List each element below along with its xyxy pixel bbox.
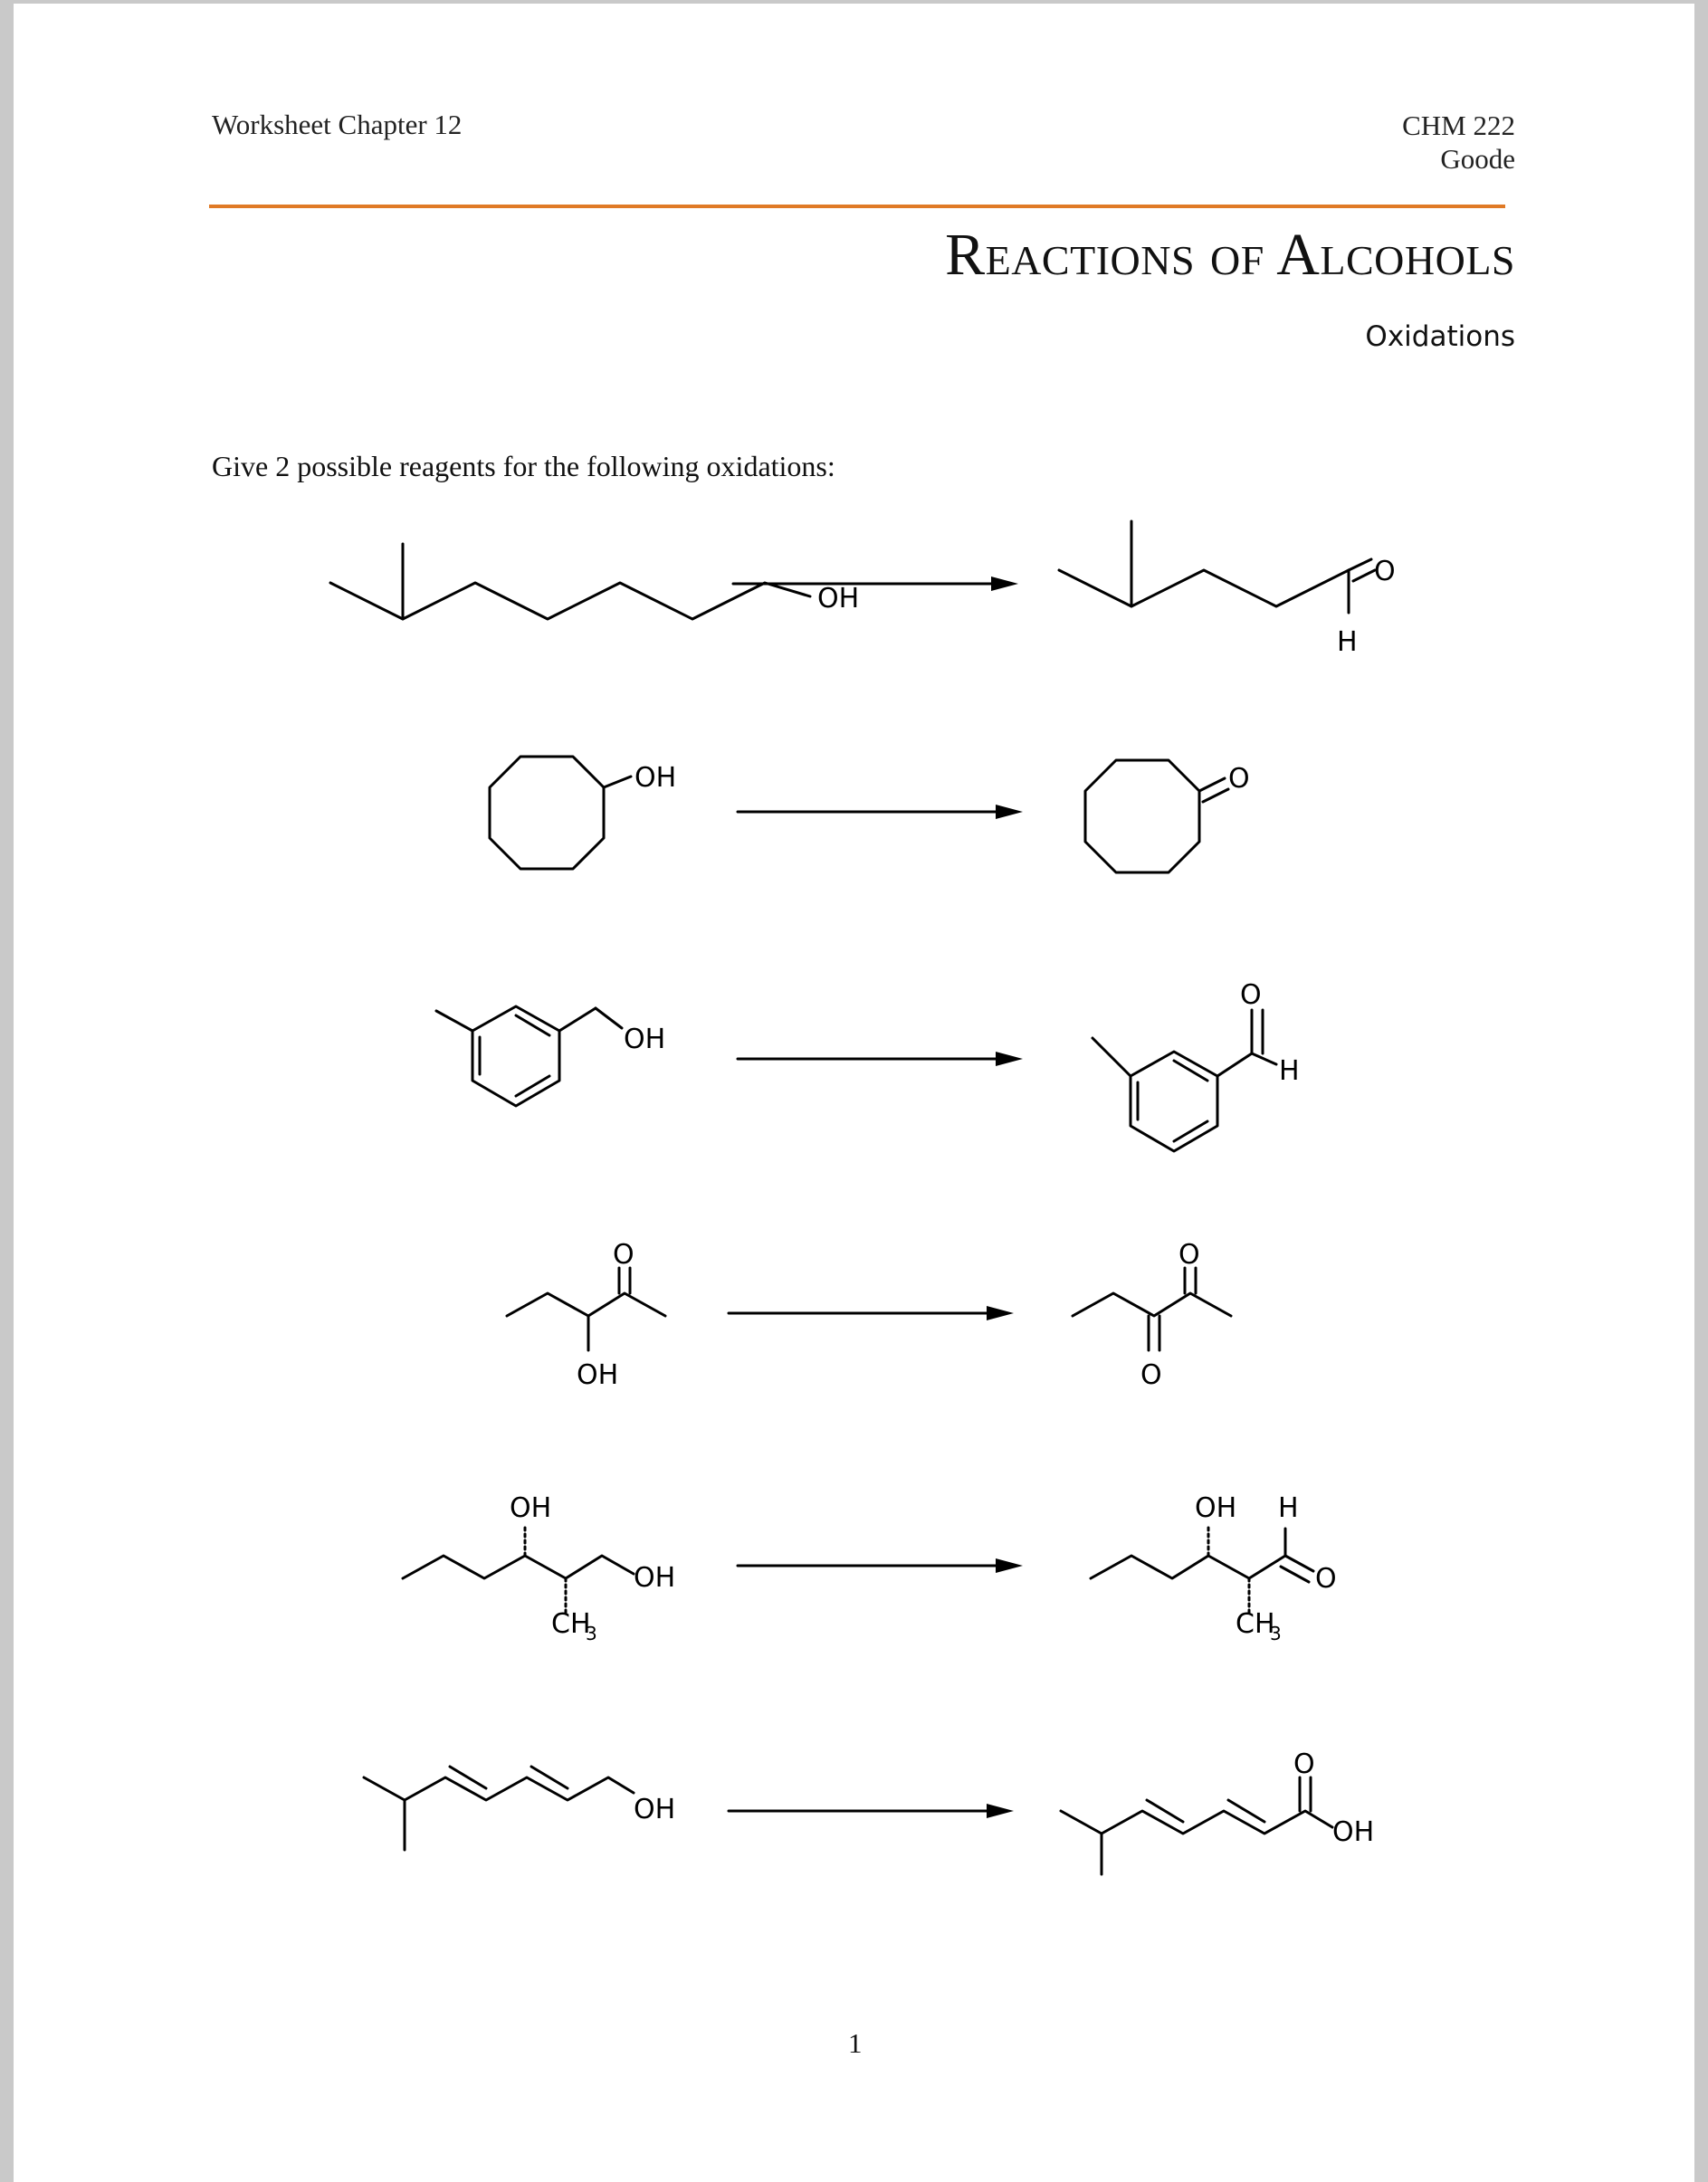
product-6-db2 [1226,1798,1266,1824]
reactant-2-c-oh [602,775,633,789]
product-3-c-cho [1216,1052,1254,1078]
product-2-o: O [1228,763,1250,795]
reactant-6-db1 [448,1765,488,1790]
arrow-4-head [987,1306,1014,1320]
reaction-schemes: OH O H OH O [329,519,1396,1876]
reactant-4-chain [505,1291,667,1318]
page-subtitle: Oxidations [1365,320,1515,353]
product-1-co-a [1347,557,1373,572]
reaction-3: OH O H [434,979,1300,1153]
reactant-4-o: O [613,1239,635,1271]
worksheet-page: { "header": { "left": "Worksheet Chapter… [14,4,1694,2182]
arrow-3-head [996,1052,1023,1066]
reactant-3-c-oh [594,1006,624,1030]
reactant-5-oh: OH [510,1492,551,1524]
product-6-o: O [1293,1748,1315,1780]
product-6-chain [1059,1809,1334,1835]
reactant-6-db2 [530,1765,569,1790]
reaction-6: OH O OH [362,1748,1374,1876]
reactant-5-ch-sub: 3 [586,1623,597,1644]
product-3-benzene [1129,1050,1219,1153]
product-6-oh: OH [1332,1816,1374,1848]
reactant-2-cyclooctane [488,755,606,871]
instructions-text: Give 2 possible reagents for the followi… [212,450,835,482]
product-1-o: O [1374,556,1396,587]
product-4-o2: O [1178,1239,1200,1271]
product-3-db-b [1172,1059,1209,1082]
header-divider [209,205,1505,208]
product-2-cyclooctane [1083,758,1201,874]
product-3-methyl [1091,1036,1132,1078]
worksheet-chapter-label: Worksheet Chapter 12 [212,109,463,140]
product-5-ch: CH [1236,1608,1275,1640]
instructor-name: Goode [1440,143,1515,175]
arrow-5-head [996,1558,1023,1573]
arrow-2-head [996,805,1023,819]
page-title: Reactions of Alcohols [945,222,1515,288]
product-5-oh: OH [1195,1492,1236,1524]
reactant-3-ch2 [558,1006,597,1033]
product-2-co-a [1198,777,1226,793]
page-number: 1 [848,2027,863,2059]
reactant-1-oh: OH [817,583,859,615]
reactant-6-oh: OH [634,1794,675,1825]
reaction-1: OH O H [329,519,1396,658]
product-5-o: O [1315,1563,1337,1595]
reactant-3-methyl [434,1009,474,1033]
reactant-3-db-b [514,1014,551,1037]
product-3-ch [1250,1052,1278,1066]
product-5-h: H [1278,1492,1299,1524]
product-3-h: H [1279,1055,1300,1087]
product-1-h: H [1337,626,1358,658]
reactant-1-chain [329,581,812,621]
product-6-db1 [1145,1798,1185,1824]
reactant-3-db-c [514,1074,551,1098]
product-3-db-c [1172,1120,1209,1143]
reactant-5-chain [401,1554,635,1580]
product-1-co-b [1351,568,1377,583]
product-5-co-a [1283,1554,1315,1573]
product-5-chain [1089,1554,1287,1580]
reactant-2-oh: OH [635,762,676,794]
reaction-2: OH O [488,755,1250,874]
course-info: CHM 222 Goode [1402,109,1515,176]
reaction-4: OH O O O [505,1239,1233,1391]
product-1-chain [1057,568,1350,608]
product-4-chain [1071,1291,1233,1318]
reactant-6-chain [362,1776,635,1802]
reactant-5-ch: CH [551,1608,591,1640]
product-2-co-b [1201,787,1230,804]
reactant-5-oh-end: OH [634,1562,675,1594]
arrow-6-head [987,1804,1014,1818]
reactant-3-oh: OH [624,1024,665,1055]
arrow-1-head [991,576,1018,591]
reactant-3-benzene [471,1005,561,1108]
product-3-o: O [1240,979,1262,1011]
reaction-5: OH CH 3 OH OH CH 3 H O [401,1492,1337,1644]
reactant-4-oh: OH [577,1359,618,1391]
product-5-co-b [1279,1565,1311,1584]
course-code: CHM 222 [1402,110,1515,141]
product-4-o1: O [1140,1359,1162,1391]
product-5-ch-sub: 3 [1270,1623,1282,1644]
